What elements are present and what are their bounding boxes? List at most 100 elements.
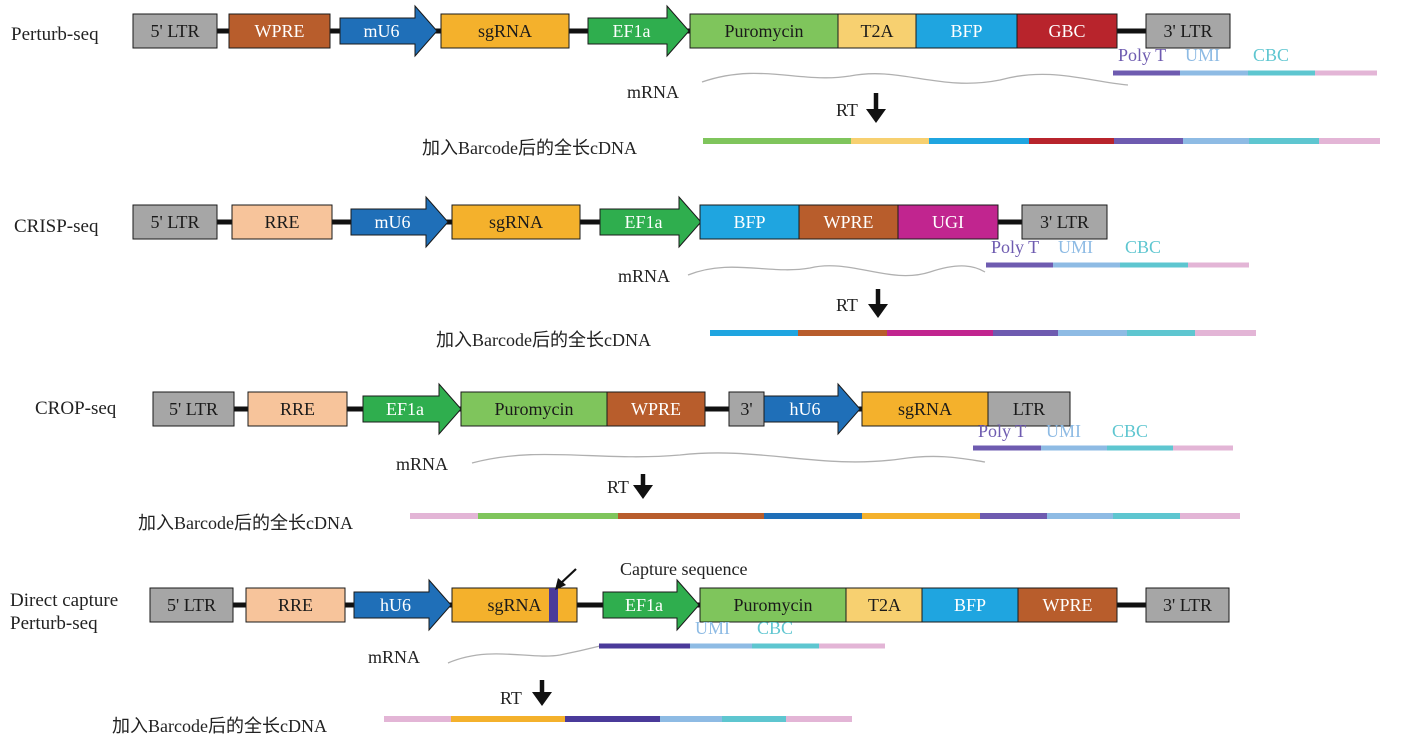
rt-label: RT — [836, 295, 858, 315]
element-label: mU6 — [364, 21, 400, 41]
primer-label-cbc: CBC — [1112, 421, 1148, 441]
element-5ltr-box — [149, 587, 234, 623]
element-label: 5' LTR — [169, 399, 218, 419]
element-rre-box — [247, 391, 348, 427]
primer-label-polyt: Poly T — [1118, 45, 1166, 65]
mrna-label: mRNA — [396, 454, 448, 474]
element-gbc-box — [1016, 13, 1118, 49]
panel-title: Perturb-seq — [11, 24, 99, 45]
element-label: T2A — [861, 21, 894, 41]
element-mu6-arrow — [350, 195, 449, 249]
capture-pointer-head-icon — [555, 578, 566, 590]
element-label: UGI — [932, 212, 964, 232]
element-hu6-arrow — [763, 382, 861, 436]
element-label: RRE — [278, 595, 313, 615]
element-label: RRE — [264, 212, 299, 232]
rt-arrow-head-icon — [532, 692, 552, 706]
element-label: WPRE — [823, 212, 873, 232]
element-label: hU6 — [380, 595, 411, 615]
rt-label: RT — [607, 477, 629, 497]
element-label: WPRE — [631, 399, 681, 419]
rt-label: RT — [500, 688, 522, 708]
element-label: BFP — [950, 21, 982, 41]
element-label: sgRNA — [489, 212, 543, 232]
element-label: 3' LTR — [1040, 212, 1089, 232]
element-wpre-box — [1017, 587, 1118, 623]
element-label: WPRE — [254, 21, 304, 41]
mrna-strand — [687, 265, 986, 277]
element-5ltr-box — [132, 13, 218, 49]
element-puromycin-box — [460, 391, 608, 427]
rt-arrow-head-icon — [633, 485, 653, 499]
element-rre-box — [231, 204, 333, 240]
element-5ltr-box — [132, 204, 218, 240]
element-label: EF1a — [613, 21, 651, 41]
element-ltr-box — [987, 391, 1071, 427]
element-3ltr-box — [1145, 13, 1231, 49]
element-label: mU6 — [375, 212, 411, 232]
primer-label-cbc: CBC — [1125, 237, 1161, 257]
element-label: 3' LTR — [1163, 21, 1212, 41]
element-label: 5' LTR — [167, 595, 216, 615]
mrna-label: mRNA — [618, 266, 670, 286]
element-rre-box — [245, 587, 346, 623]
element-label: WPRE — [1042, 595, 1092, 615]
element-sgrna-box — [451, 204, 581, 240]
mrna-strand — [701, 72, 1129, 86]
primer-label-cbc: CBC — [1253, 45, 1289, 65]
element-label: Puromycin — [734, 595, 813, 615]
element-label: sgRNA — [487, 595, 541, 615]
panel-title: CROP-seq — [35, 398, 117, 419]
element-5ltr-box — [152, 391, 235, 427]
element-wpre-box — [228, 13, 331, 49]
capture-sequence-label: Capture sequence — [620, 559, 747, 579]
element-label: 5' LTR — [150, 21, 199, 41]
element-label: 5' LTR — [150, 212, 199, 232]
element-label: RRE — [280, 399, 315, 419]
mrna-label: mRNA — [368, 647, 420, 667]
element-3ltr-box — [1021, 204, 1108, 240]
element-label: EF1a — [625, 595, 663, 615]
element-label: Puromycin — [725, 21, 804, 41]
primer-label-umi: UMI — [695, 618, 730, 638]
cdna-label: 加入Barcode后的全长cDNA — [138, 513, 353, 533]
rt-label: RT — [836, 100, 858, 120]
panel-1: Perturb-seq 5' LTR WPRE mU6 sgRNA EF1a Puromyc… — [11, 4, 1380, 158]
element-puromycin-box — [699, 587, 847, 623]
element-label: 3' — [740, 399, 752, 419]
primer-label-umi: UMI — [1185, 45, 1220, 65]
element-label: sgRNA — [478, 21, 532, 41]
primer-label-polyt: Poly T — [978, 421, 1026, 441]
element-label: LTR — [1013, 399, 1045, 419]
element-mu6-arrow — [339, 4, 438, 58]
primer-label-cbc: CBC — [757, 618, 793, 638]
element-label: T2A — [868, 595, 901, 615]
element-wpre-box — [798, 204, 899, 240]
rt-arrow-head-icon — [868, 304, 888, 318]
primer-label-umi: UMI — [1058, 237, 1093, 257]
element-t2a-box — [845, 587, 924, 623]
cdna-label: 加入Barcode后的全长cDNA — [112, 716, 327, 736]
cdna-label: 加入Barcode后的全长cDNA — [422, 138, 637, 158]
mrna-strand — [447, 645, 601, 664]
capture-sequence-stripe — [549, 588, 558, 622]
primer-label-polyt: Poly T — [991, 237, 1039, 257]
element-bfp-box — [915, 13, 1018, 49]
primer-label-umi: UMI — [1046, 421, 1081, 441]
element-ugi-box — [897, 204, 999, 240]
element-hu6-arrow — [353, 578, 452, 632]
element-label: hU6 — [790, 399, 821, 419]
panel-title-line: Direct capture — [10, 590, 118, 611]
element-label: EF1a — [386, 399, 424, 419]
element-3-box — [728, 391, 765, 427]
element-ef1a-arrow — [602, 578, 700, 632]
element-wpre-box — [606, 391, 706, 427]
element-label: Puromycin — [495, 399, 574, 419]
element-ef1a-arrow — [587, 4, 690, 58]
element-sgrna-box — [861, 391, 989, 427]
mrna-strand — [471, 452, 986, 464]
element-ef1a-arrow — [599, 195, 702, 249]
element-bfp-box — [921, 587, 1019, 623]
